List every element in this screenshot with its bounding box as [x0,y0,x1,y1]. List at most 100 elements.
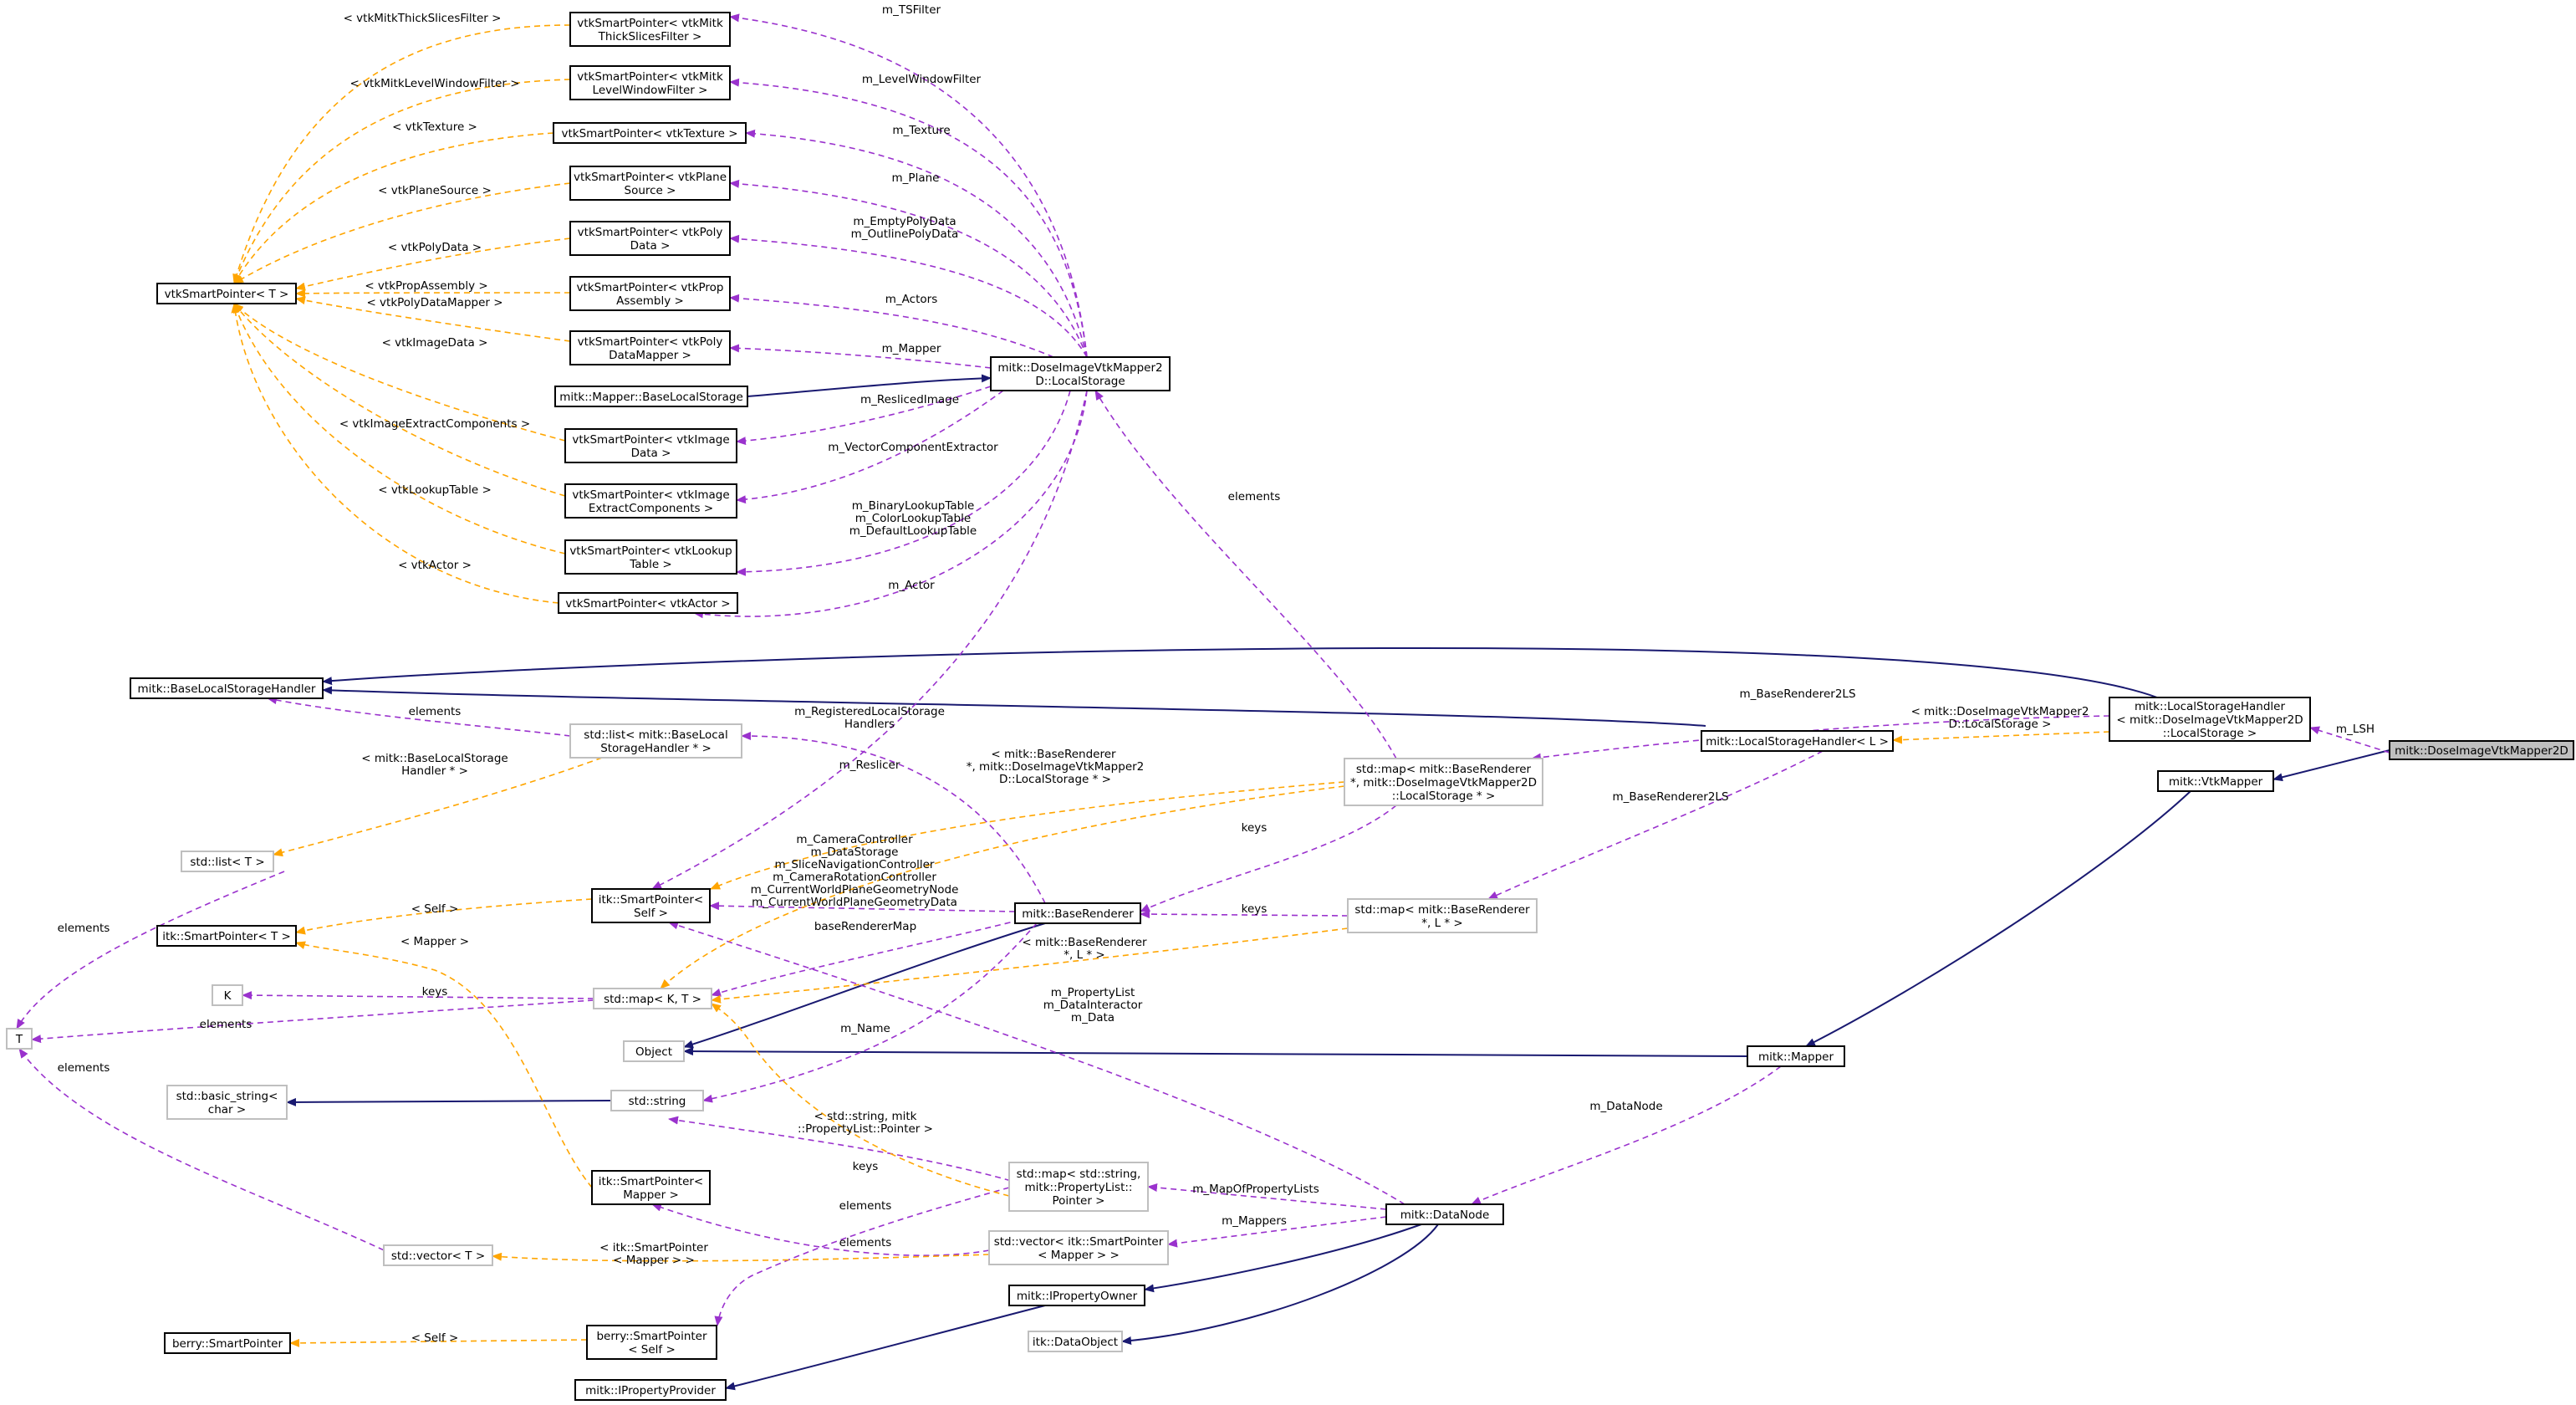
class-box[interactable] [553,122,747,144]
class-box[interactable] [1385,1203,1504,1225]
usage-edge-18 [729,78,1088,358]
class-name-line: T [15,1033,23,1046]
class-box[interactable] [2389,740,2574,760]
class-node-stdmap_kt[interactable]: std::map< K, T > [593,988,712,1009]
class-box[interactable] [569,276,731,311]
class-node-sp_lut[interactable]: vtkSmartPointer< vtkLookupTable > [564,539,737,575]
edge-label-t_itkspm2: < Mapper > > [613,1254,695,1267]
class-box[interactable] [990,356,1171,391]
class-node-vtksp_t[interactable]: vtkSmartPointer< T > [156,283,297,304]
edge-label-t_poly: < vtkPolyData > [388,241,482,254]
class-node-lsh_l[interactable]: mitk::LocalStorageHandler< L > [1701,730,1894,752]
class-node-basic_string[interactable]: std::basic_string<char > [166,1085,288,1120]
class-box[interactable] [1008,1162,1149,1212]
edge-label-l_elements_bl: elements [409,705,462,718]
class-box[interactable] [591,888,711,923]
class-node-k[interactable]: K [212,984,243,1006]
edge-label-l_elements_vm2: elements [839,1236,892,1249]
class-box[interactable] [166,1085,288,1120]
class-box[interactable] [988,1230,1169,1265]
class-box[interactable] [2157,770,2274,792]
class-node-map_str_pl[interactable]: std::map< std::string,mitk::PropertyList… [1008,1162,1149,1212]
class-node-ipropowner[interactable]: mitk::IPropertyOwner [1008,1285,1145,1306]
class-node-object[interactable]: Object [623,1040,685,1062]
template-edge-55 [231,303,559,604]
class-node-map_br_l[interactable]: std::map< mitk::BaseRenderer*, L * > [1347,898,1538,933]
class-box[interactable] [2109,697,2311,742]
template-edge-63 [295,941,593,1188]
usage-edge-41 [668,1116,1021,1184]
class-node-vec_sp_mapper[interactable]: std::vector< itk::SmartPointer< Mapper >… [988,1230,1169,1265]
class-box[interactable] [569,65,731,100]
class-node-t[interactable]: T [6,1028,33,1050]
class-node-sp_img[interactable]: vtkSmartPointer< vtkImageData > [564,428,737,463]
class-box[interactable] [1701,730,1894,752]
class-node-ipropprovider[interactable]: mitk::IPropertyProvider [574,1379,727,1401]
class-box[interactable] [1347,898,1538,933]
class-node-sp_prop[interactable]: vtkSmartPointer< vtkPropAssembly > [569,276,731,311]
class-box[interactable] [591,1170,711,1205]
class-box[interactable] [1747,1045,1845,1067]
class-node-dose2d[interactable]: mitk::DoseImageVtkMapper2D [2389,740,2574,760]
class-node-sp_poly[interactable]: vtkSmartPointer< vtkPolyData > [569,221,731,256]
class-box[interactable] [569,723,742,759]
class-node-sp_lwf[interactable]: vtkSmartPointer< vtkMitkLevelWindowFilte… [569,65,731,100]
class-box[interactable] [1014,902,1141,924]
class-node-berry_sp_self[interactable]: berry::SmartPointer< Self > [586,1325,717,1360]
class-node-localstorage[interactable]: mitk::DoseImageVtkMapper2D::LocalStorage [990,356,1171,391]
class-node-sp_iec[interactable]: vtkSmartPointer< vtkImageExtractComponen… [564,483,737,519]
class-box[interactable] [569,330,731,365]
class-box[interactable] [212,984,243,1006]
class-node-datanode[interactable]: mitk::DataNode [1385,1203,1504,1225]
class-box[interactable] [554,386,748,407]
class-box[interactable] [623,1040,685,1062]
class-box[interactable] [593,988,712,1009]
class-name-line: vtkSmartPointer< vtkMitk [577,17,723,30]
class-box[interactable] [569,166,731,201]
class-node-mapper[interactable]: mitk::Mapper [1747,1045,1845,1067]
class-node-stdlist_t[interactable]: std::list< T > [181,851,274,872]
class-name-line: mitk::IPropertyOwner [1017,1290,1138,1303]
class-node-itkdataobject[interactable]: itk::DataObject [1028,1331,1123,1352]
class-node-sp_plane[interactable]: vtkSmartPointer< vtkPlaneSource > [569,166,731,201]
inheritance-edge-5 [683,1047,1748,1057]
class-box[interactable] [1028,1331,1123,1352]
class-node-stdlist_blsh[interactable]: std::list< mitk::BaseLocalStorageHandler… [569,723,742,759]
class-box[interactable] [1344,758,1543,806]
class-box[interactable] [181,851,274,872]
edge-label-l_dn3: m_Data [1071,1011,1115,1024]
class-node-itksp_self[interactable]: itk::SmartPointer<Self > [591,888,711,923]
class-box[interactable] [164,1332,291,1354]
class-node-lsh_tpl[interactable]: mitk::LocalStorageHandler< mitk::DoseIma… [2109,697,2311,742]
class-box[interactable] [130,677,324,699]
class-node-berry_sp[interactable]: berry::SmartPointer [164,1332,291,1354]
class-node-itksp_t[interactable]: itk::SmartPointer< T > [156,925,297,947]
class-box[interactable] [564,428,737,463]
class-box[interactable] [6,1028,33,1050]
class-box[interactable] [558,592,738,614]
class-box[interactable] [156,283,297,304]
class-node-baselsh[interactable]: mitk::BaseLocalStorageHandler [130,677,324,699]
class-box[interactable] [569,221,731,256]
class-box[interactable] [610,1090,704,1111]
class-node-vtkmapper[interactable]: mitk::VtkMapper [2157,770,2274,792]
class-node-itksp_mapper[interactable]: itk::SmartPointer<Mapper > [591,1170,711,1205]
class-box[interactable] [156,925,297,947]
class-node-stdstring[interactable]: std::string [610,1090,704,1111]
class-box[interactable] [1008,1285,1145,1306]
class-node-sp_actor[interactable]: vtkSmartPointer< vtkActor > [558,592,738,614]
class-node-mapper_bls[interactable]: mitk::Mapper::BaseLocalStorage [554,386,748,407]
class-node-sp_tex[interactable]: vtkSmartPointer< vtkTexture > [553,122,747,144]
class-box[interactable] [586,1325,717,1360]
class-box[interactable] [569,12,731,47]
class-box[interactable] [564,483,737,519]
class-node-baserenderer[interactable]: mitk::BaseRenderer [1014,902,1141,924]
class-box[interactable] [383,1244,493,1266]
class-node-stdvector_t[interactable]: std::vector< T > [383,1244,493,1266]
class-node-sp_pdm[interactable]: vtkSmartPointer< vtkPolyDataMapper > [569,330,731,365]
class-node-sp_thick[interactable]: vtkSmartPointer< vtkMitkThickSlicesFilte… [569,12,731,47]
class-node-map_br_ls[interactable]: std::map< mitk::BaseRenderer*, mitk::Dos… [1344,758,1543,806]
class-box[interactable] [564,539,737,575]
class-box[interactable] [574,1379,727,1401]
inheritance-edge-10 [725,1305,1046,1391]
